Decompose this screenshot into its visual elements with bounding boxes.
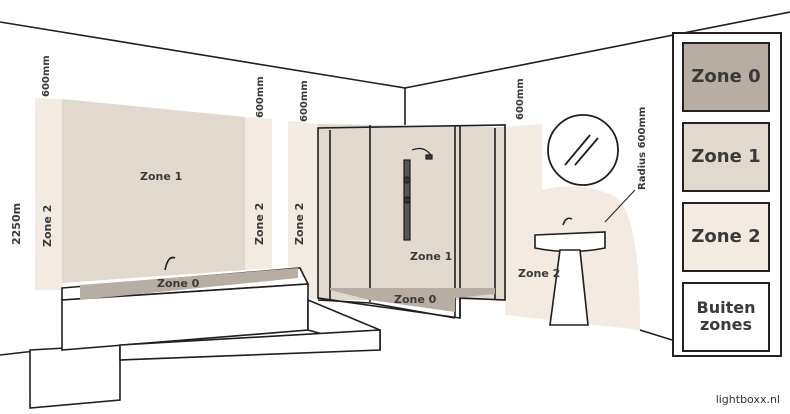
legend-outside-label: Buiten zones [691, 300, 761, 334]
shower-600-label: 600mm [299, 80, 310, 122]
height-label: 2250m [10, 203, 23, 245]
bath-zone0-label: Zone 0 [157, 277, 200, 290]
left-zone2-label: Zone 2 [41, 205, 54, 247]
bath-zone1-area [62, 99, 245, 283]
shower-zone1-label: Zone 1 [410, 250, 452, 263]
mirror-icon [548, 115, 618, 185]
mid-wall-zone2 [245, 117, 272, 270]
bath-zone1-label: Zone 1 [140, 170, 182, 183]
legend-zone1-label: Zone 1 [691, 148, 760, 167]
shower-zone0-label: Zone 0 [394, 293, 437, 306]
sink-zone2-label: Zone 2 [518, 267, 560, 280]
radius-label: Radius 600mm [637, 107, 648, 190]
credit-text: lightboxx.nl [716, 393, 780, 406]
mid-600-label: 600mm [255, 76, 266, 118]
legend-zone0: Zone 0 [682, 42, 770, 112]
zone-legend: Zone 0 Zone 1 Zone 2 Buiten zones [672, 32, 782, 357]
left-600-label: 600mm [41, 55, 52, 97]
right-600-label: 600mm [515, 78, 526, 120]
legend-zone2-label: Zone 2 [691, 228, 760, 247]
shower-left-zone2-label: Zone 2 [293, 203, 306, 245]
mid-zone2-label: Zone 2 [253, 203, 266, 245]
legend-outside: Buiten zones [682, 282, 770, 352]
left-wall-zone2 [35, 98, 62, 290]
legend-zone2: Zone 2 [682, 202, 770, 272]
legend-zone1: Zone 1 [682, 122, 770, 192]
shower-zone1-area [318, 124, 505, 300]
legend-zone0-label: Zone 0 [691, 68, 760, 87]
